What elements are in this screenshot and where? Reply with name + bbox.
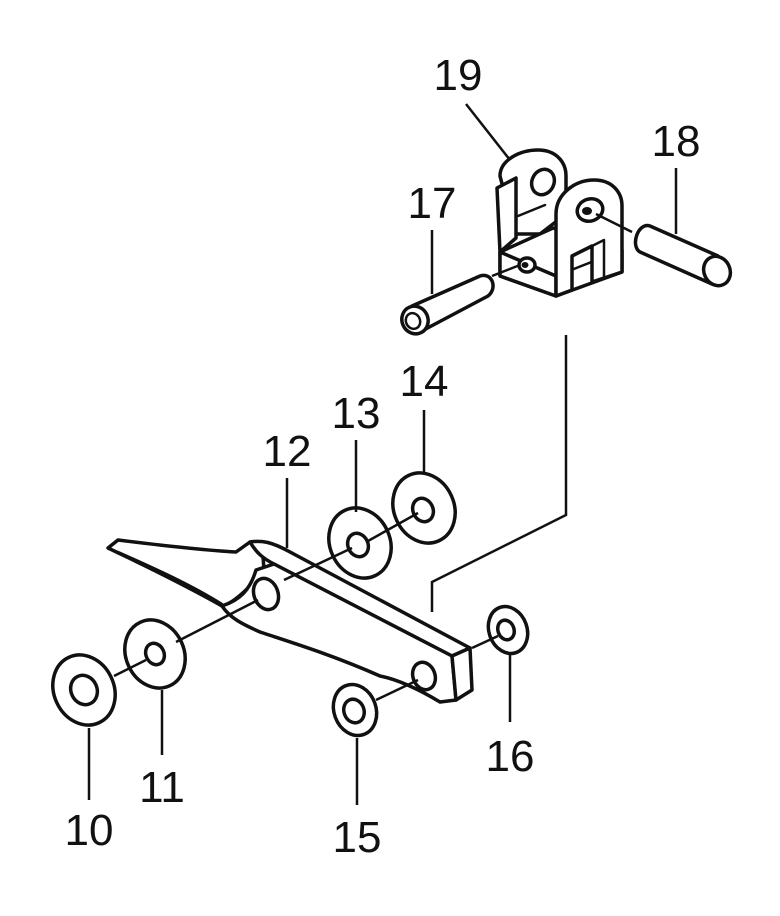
washer-part-14 — [391, 471, 457, 545]
assembly-line — [595, 212, 633, 234]
washer-part-10 — [51, 653, 117, 727]
leader-line-19 — [465, 103, 511, 161]
part-number-10: 10 — [65, 806, 114, 855]
assembly-line — [375, 678, 419, 702]
part-number-16: 16 — [486, 732, 535, 781]
pin-part-17 — [400, 273, 495, 336]
part-number-17: 17 — [408, 179, 457, 228]
part-number-18: 18 — [652, 117, 701, 166]
part-number-13: 13 — [332, 389, 381, 438]
assembly-line — [491, 263, 521, 278]
assembly-line — [367, 511, 419, 543]
part-number-15: 15 — [333, 813, 382, 862]
assembly-line — [471, 634, 499, 650]
part-number-11: 11 — [139, 763, 185, 812]
washer-part-13 — [327, 506, 393, 580]
assembly-line — [430, 335, 568, 612]
assembly-line — [113, 658, 147, 678]
assembly-line — [283, 546, 353, 582]
assembly-line — [175, 598, 259, 644]
part-number-19: 19 — [434, 51, 483, 100]
pin-part-18 — [633, 223, 733, 288]
washer-part-15 — [331, 682, 379, 738]
clevis-bracket-part-19 — [495, 148, 624, 298]
part-number-12: 12 — [263, 427, 312, 476]
washer-part-11 — [123, 618, 187, 690]
part-number-14: 14 — [400, 357, 449, 406]
washer-part-16 — [486, 604, 530, 656]
